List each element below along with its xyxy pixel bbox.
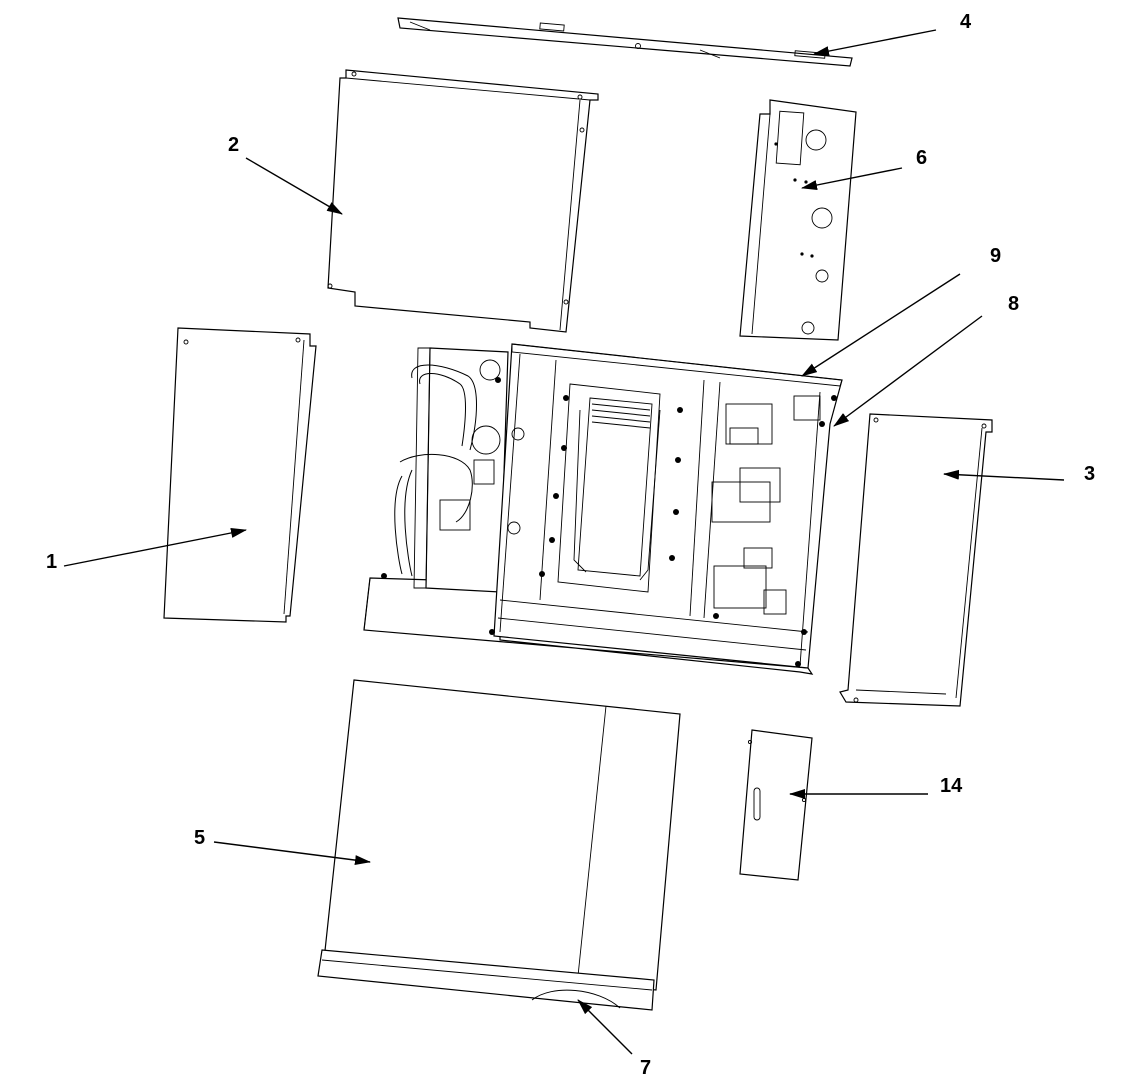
callout-5: 5	[194, 827, 205, 849]
access-panel-part-14	[739, 729, 813, 881]
callout-14: 14	[940, 775, 963, 797]
callout-9: 9	[990, 245, 1001, 267]
main-chassis-assembly	[363, 343, 843, 675]
callout-3: 3	[1084, 463, 1095, 485]
leader-9	[801, 273, 961, 377]
callout-7: 7	[640, 1057, 651, 1079]
left-panel-part-1	[163, 327, 317, 623]
back-panel-part-6	[739, 99, 857, 341]
leader-7	[577, 999, 633, 1055]
callout-2: 2	[228, 134, 239, 156]
callout-8: 8	[1008, 293, 1019, 315]
right-panel-part-3	[839, 413, 993, 707]
top-panel-part-4	[397, 17, 853, 67]
leader-5	[213, 841, 371, 866]
leader-4	[813, 29, 937, 57]
callout-1: 1	[46, 551, 57, 573]
callout-4: 4	[960, 11, 972, 33]
callout-6: 6	[916, 147, 927, 169]
leader-6	[801, 167, 903, 190]
leader-1	[63, 528, 247, 567]
front-panel-part-5	[317, 679, 681, 1011]
leader-8	[833, 315, 983, 427]
side-panel-part-2	[327, 69, 599, 333]
leader-2	[245, 157, 343, 215]
leader-3	[943, 469, 1065, 481]
